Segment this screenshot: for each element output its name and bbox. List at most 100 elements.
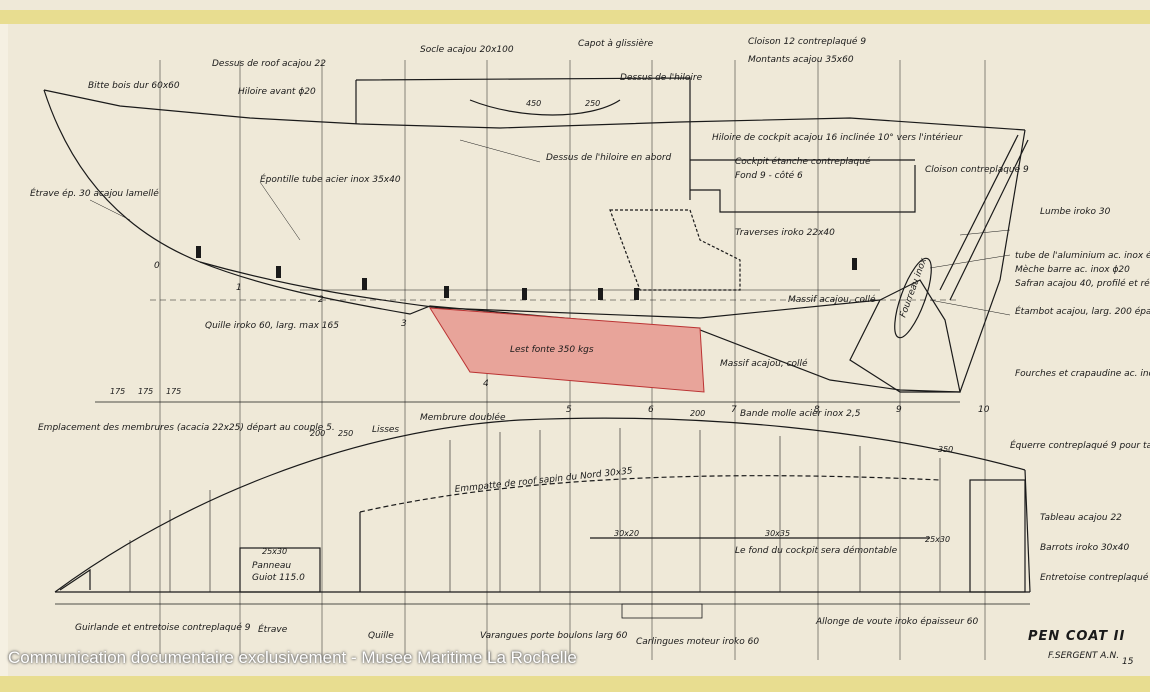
label-bande-molle: Bande molle acier inox 2,5 — [740, 409, 861, 419]
label-entretoise: Entretoise contreplaqué 9 — [1040, 572, 1150, 583]
station-8: 8 — [814, 405, 820, 415]
label-bitte: Bitte bois dur 60x60 — [88, 81, 180, 91]
station-10: 10 — [978, 405, 990, 415]
dim-175-c: 175 — [166, 387, 181, 396]
leader-lines — [89, 139, 1011, 316]
dim-175-a: 175 — [110, 387, 125, 396]
tape-top — [0, 10, 1150, 24]
frame-mark — [634, 288, 639, 300]
frame-mark — [444, 286, 449, 298]
title-block: PEN COAT II F.SERGENT A.N. 15 — [1028, 629, 1134, 667]
transom-plan — [1024, 469, 1031, 593]
label-etrave: Étrave ép. 30 acajou lamellé — [30, 187, 159, 199]
station-0: 0 — [154, 261, 160, 271]
label-massif-colle-2: Massif acajou, collé — [720, 358, 808, 369]
plan-frames — [129, 428, 941, 592]
leader-line — [929, 299, 1011, 316]
rudder-outline — [849, 279, 961, 393]
label-traverses: Traverses iroko 22x40 — [735, 228, 835, 238]
dim-200-plan: 200 — [310, 429, 325, 438]
label-cloison-cp9: Cloison contreplaqué 9 — [925, 164, 1029, 175]
varangue-box — [621, 603, 703, 619]
frame-mark — [598, 288, 603, 300]
station-6: 6 — [648, 405, 654, 415]
profile-view — [43, 77, 1029, 393]
label-cloison-cp: Cloison 12 contreplaqué 9 — [748, 36, 866, 47]
label-dessus-hiloire: Dessus de l'hiloire — [620, 73, 703, 83]
label-lisses: Lisses — [372, 425, 399, 435]
label-etambot: Étambot acajou, larg. 200 épaisseur 50 r… — [1015, 305, 1150, 317]
rabbet-line — [199, 261, 881, 319]
label-etrave-bottom: Étrave — [258, 623, 288, 635]
roof-carling — [359, 475, 941, 513]
cabin-roof — [355, 77, 691, 200]
sheet-number: 15 — [1122, 657, 1134, 667]
leader-line — [459, 139, 541, 163]
frame-mark — [852, 258, 857, 270]
label-epontille: Épontille tube acier inox 35x40 — [260, 173, 401, 185]
dim-200-row: 200 — [690, 409, 705, 418]
station-9: 9 — [896, 405, 902, 415]
dim-250: 250 — [585, 99, 600, 108]
breasthook — [59, 568, 91, 591]
dim-30x20: 30x20 — [614, 529, 639, 538]
paper-edge-left — [0, 24, 8, 676]
label-lumbe: Lumbe iroko 30 — [1040, 207, 1111, 217]
plan-bottom-dims — [55, 603, 1030, 619]
label-fond-cote: Fond 9 - côté 6 — [735, 170, 803, 181]
label-socle: Socle acajou 20x100 — [420, 45, 514, 55]
transom-line — [959, 129, 1026, 393]
frame-marks — [196, 246, 857, 300]
station-4: 4 — [483, 379, 489, 389]
dim-175-b: 175 — [138, 387, 153, 396]
hatch-curve — [469, 99, 621, 116]
dim-25x30: 25x30 — [262, 547, 287, 556]
transom-block — [969, 479, 1026, 593]
dim-450: 450 — [526, 99, 541, 108]
frame-mark — [196, 246, 201, 258]
label-safran: Safran acajou 40, profilé et réduit à 5 … — [1015, 278, 1150, 289]
label-hiloire-abord: Dessus de l'hiloire en abord — [546, 153, 672, 163]
label-tableau: Tableau acajou 22 — [1040, 513, 1122, 523]
designer: F.SERGENT A.N. — [1048, 651, 1119, 661]
station-3: 3 — [401, 319, 407, 329]
label-hiloire-cockpit: Hiloire de cockpit acajou 16 inclinée 10… — [712, 132, 963, 143]
rudder-blade — [894, 257, 932, 339]
label-hiloire-avant: Hiloire avant ϕ20 — [238, 87, 316, 97]
label-massif-colle: Massif acajou, collé — [788, 294, 876, 305]
station-5: 5 — [566, 405, 572, 415]
label-guirlande: Guirlande et entretoise contreplaqué 9 — [75, 622, 251, 633]
label-varangues: Varangues porte boulons larg 60 — [480, 631, 628, 641]
dim-25x30-b: 25x30 — [925, 535, 950, 544]
sheer-line — [43, 89, 1026, 131]
label-carlingues: Carlingues moteur iroko 60 — [636, 637, 759, 647]
label-panneau: Panneau — [252, 561, 291, 571]
dim-350: 350 — [938, 445, 953, 454]
label-ferrures: Fourches et crapaudine ac. inox 2,5x40 e… — [1015, 368, 1150, 379]
profile-labels: Bitte bois dur 60x60 Dessus de roof acaj… — [30, 36, 1150, 379]
station-1: 1 — [236, 283, 242, 293]
label-dessus-roof: Dessus de roof acajou 22 — [212, 59, 326, 69]
label-membrure-doublee: Membrure doublée — [420, 412, 506, 423]
label-montants: Montants acajou 35x60 — [748, 55, 854, 65]
dimension-labels: 450 250 250 200 200 350 175 175 175 25x3… — [110, 99, 953, 556]
station-7: 7 — [731, 405, 737, 415]
deck-edge-line — [54, 417, 1026, 593]
label-cockpit-etanche: Cockpit étanche contreplaqué — [735, 156, 871, 167]
dim-250-plan: 250 — [338, 429, 353, 438]
keel-line — [199, 261, 961, 393]
label-barrots-iroko: Barrots iroko 30x40 — [1040, 543, 1129, 553]
label-quille-bottom: Quille — [368, 631, 394, 641]
label-emplacement: Emplacement des membrures (acacia 22x25)… — [38, 422, 335, 433]
label-meche: Mèche barre ac. inox ϕ20 — [1015, 264, 1130, 275]
dim-30x35: 30x35 — [765, 529, 790, 538]
tape-bottom — [0, 676, 1150, 692]
label-mast-tube: tube de l'aluminium ac. inox ép. 1,5 — [1015, 250, 1150, 261]
label-guiot: Guiot 115.0 — [252, 573, 305, 583]
label-quille-iroko: Quille iroko 60, larg. max 165 — [205, 321, 339, 331]
stem-line — [43, 89, 201, 263]
hatch-panel — [239, 547, 321, 593]
counter-brace-2 — [949, 139, 1029, 301]
frame-mark — [276, 266, 281, 278]
